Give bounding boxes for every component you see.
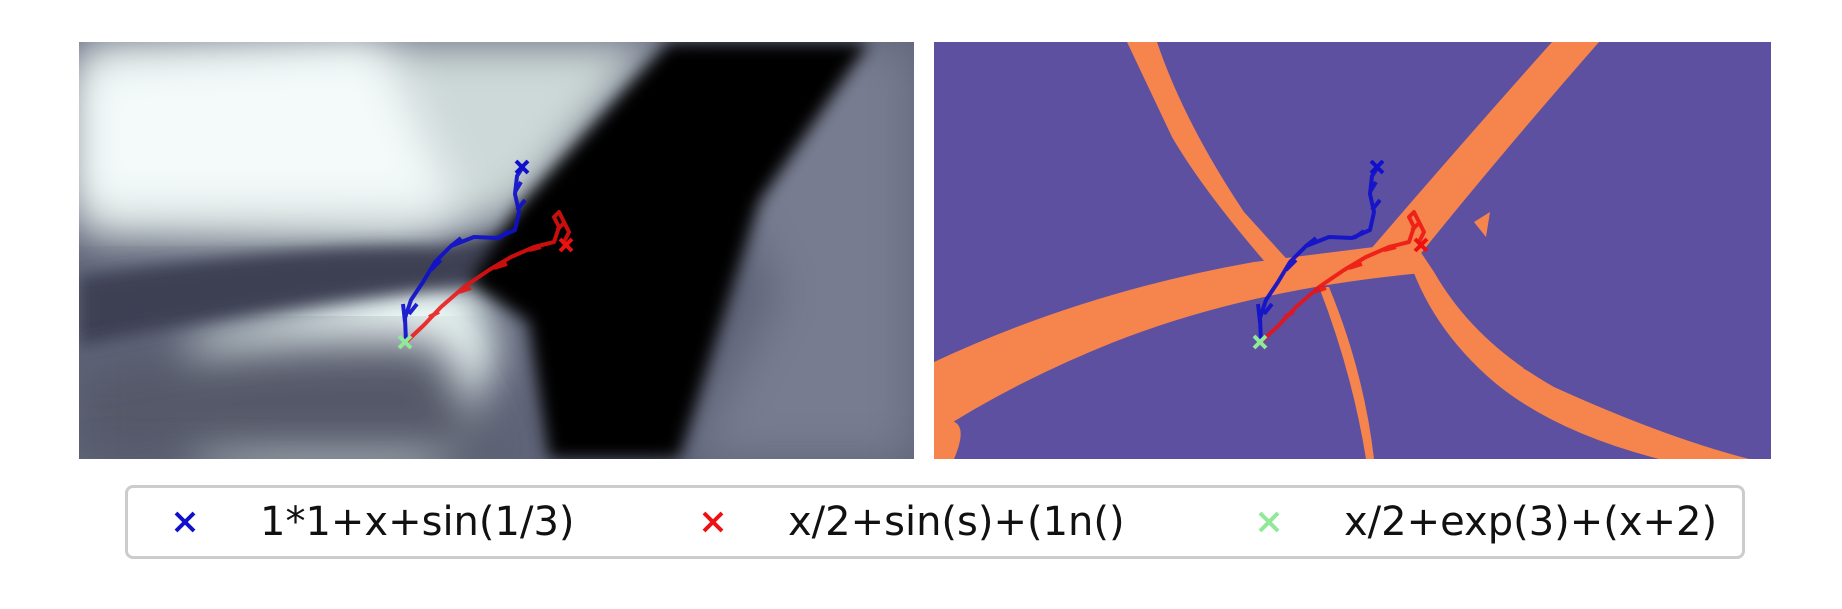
legend-label-blue: 1*1+x+sin(1/3)	[260, 499, 575, 545]
blue-end-marker	[1369, 159, 1385, 175]
red-end-marker	[1413, 237, 1429, 253]
red-trajectory-right	[1259, 210, 1426, 344]
red-trajectory-left	[404, 210, 571, 344]
region-map-panel	[934, 42, 1771, 459]
green-start-marker	[1252, 334, 1268, 350]
legend-label-green: x/2+exp(3)+(x+2)	[1344, 499, 1718, 545]
landscape-heatmap-panel	[79, 42, 914, 459]
red-end-marker	[558, 237, 574, 253]
legend-entry-green: x/2+exp(3)+(x+2)	[1258, 488, 1717, 556]
blue-trajectory-left	[401, 165, 527, 343]
green-start-marker	[397, 334, 413, 350]
green-x-marker-icon	[1258, 511, 1280, 533]
legend-entry-red: x/2+sin(s)+(1n()	[702, 488, 1125, 556]
legend-label-red: x/2+sin(s)+(1n()	[788, 499, 1125, 545]
red-x-marker-icon	[702, 511, 724, 533]
legend-entry-blue: 1*1+x+sin(1/3)	[174, 488, 575, 556]
blue-trajectory-right	[1256, 165, 1382, 343]
blue-x-marker-icon	[174, 511, 196, 533]
blue-end-marker	[514, 159, 530, 175]
legend: 1*1+x+sin(1/3) x/2+sin(s)+(1n() x/2+exp(…	[125, 485, 1745, 559]
